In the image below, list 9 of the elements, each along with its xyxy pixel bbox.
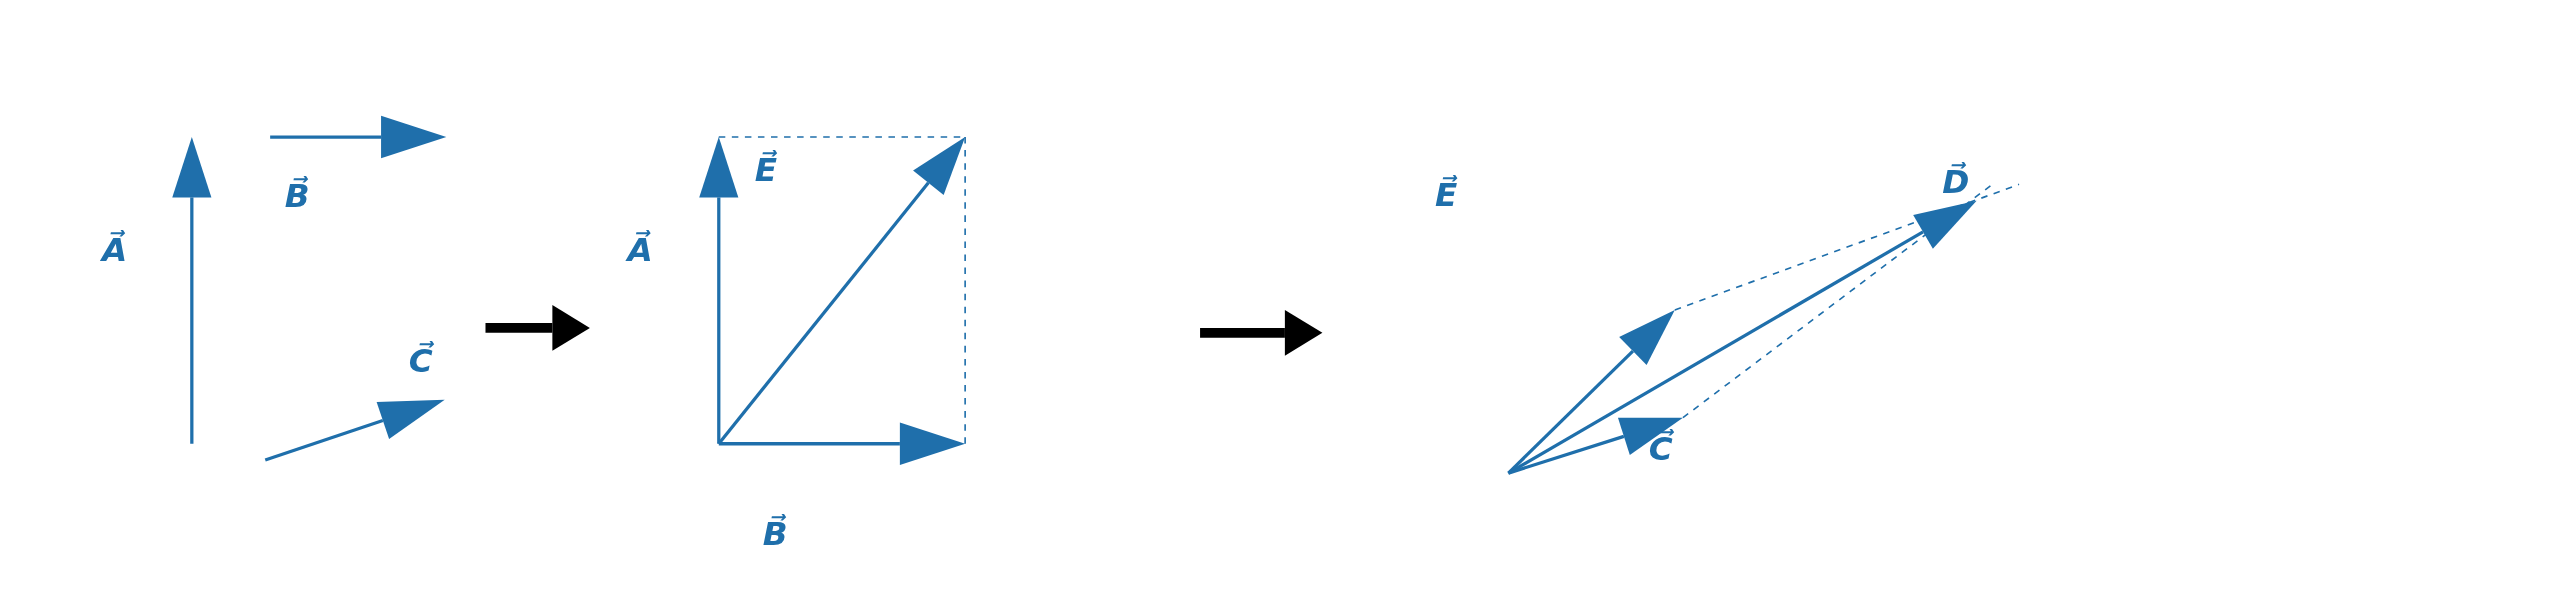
vector-label: B⃗ (284, 177, 310, 216)
vector-label: E⃗ (1435, 175, 1458, 214)
vector-label: E⃗ (754, 151, 777, 190)
vector-label: C⃗ (408, 341, 433, 380)
vector-label: B⃗ (762, 514, 788, 553)
vector-label: A⃗ (627, 231, 653, 270)
vector-label: D⃗ (1942, 162, 1970, 201)
vector-label: A⃗ (102, 231, 128, 270)
vector-label: C⃗ (1648, 430, 1673, 469)
